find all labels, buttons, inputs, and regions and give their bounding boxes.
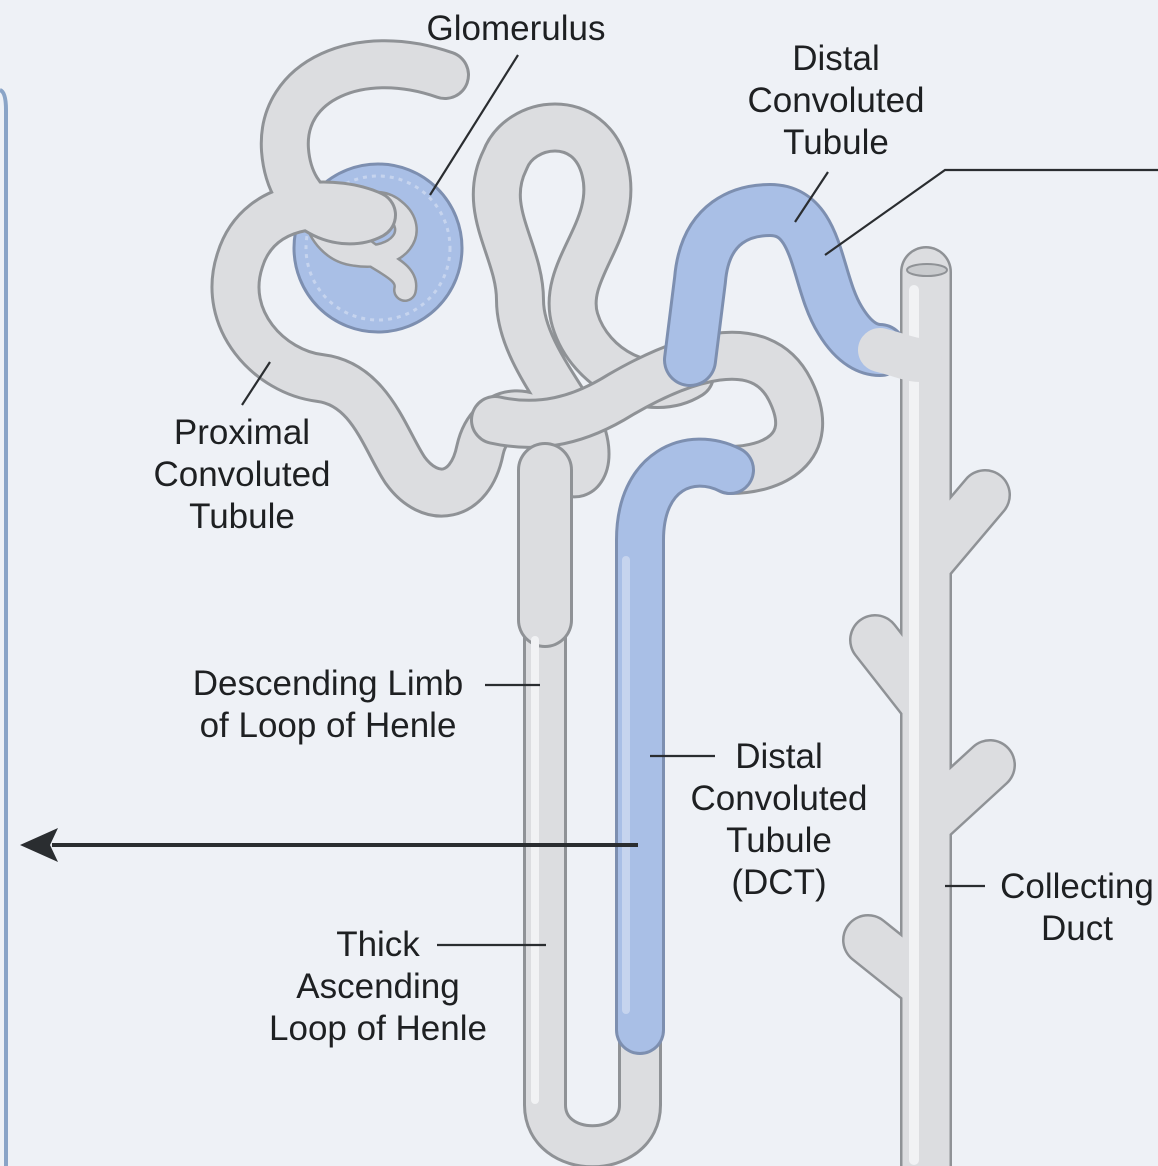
svg-text:Distal: Distal [735, 737, 823, 776]
svg-text:Convoluted: Convoluted [747, 81, 924, 120]
svg-text:Convoluted: Convoluted [153, 455, 330, 494]
svg-text:Tubule: Tubule [726, 821, 832, 860]
label-glomerulus: Glomerulus [427, 9, 606, 48]
label-collecting-duct: Collecting Duct [1000, 867, 1154, 948]
svg-text:Collecting: Collecting [1000, 867, 1154, 906]
svg-text:(DCT): (DCT) [731, 863, 826, 902]
svg-text:Tubule: Tubule [189, 497, 295, 536]
label-descending-limb: Descending Limb of Loop of Henle [193, 664, 463, 745]
duct-opening [907, 264, 947, 276]
collecting-duct [868, 264, 990, 1166]
svg-text:of Loop of Henle: of Loop of Henle [200, 706, 457, 745]
svg-text:Distal: Distal [792, 39, 880, 78]
svg-text:Descending Limb: Descending Limb [193, 664, 463, 703]
svg-text:Thick: Thick [336, 925, 420, 964]
svg-text:Proximal: Proximal [174, 413, 310, 452]
svg-text:Loop of Henle: Loop of Henle [269, 1009, 487, 1048]
label-pct: Proximal Convoluted Tubule [153, 413, 330, 536]
svg-text:Convoluted: Convoluted [690, 779, 867, 818]
label-dct-mid: Distal Convoluted Tubule (DCT) [690, 737, 867, 902]
svg-text:Duct: Duct [1041, 909, 1113, 948]
svg-text:Ascending: Ascending [296, 967, 459, 1006]
panel-edge [0, 90, 6, 1166]
label-thick-ascending: Thick Ascending Loop of Henle [269, 925, 487, 1048]
label-dct-top: Distal Convoluted Tubule [747, 39, 924, 162]
svg-text:Tubule: Tubule [783, 123, 889, 162]
